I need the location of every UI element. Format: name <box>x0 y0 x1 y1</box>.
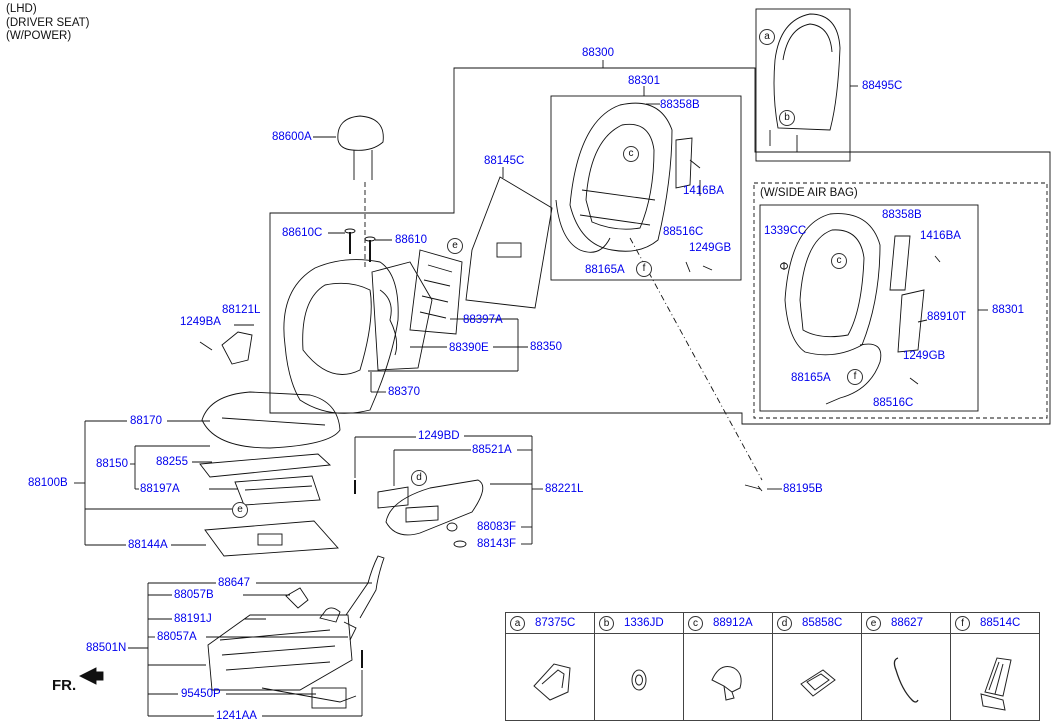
part-label-88255[interactable]: 88255 <box>156 456 188 468</box>
back-cover-box <box>755 8 851 162</box>
part-label-88150[interactable]: 88150 <box>96 458 128 470</box>
diagram-header: (LHD) (DRIVER SEAT) (W/POWER) <box>6 3 90 44</box>
part-label-88397A[interactable]: 88397A <box>463 314 503 326</box>
header-line-3: (W/POWER) <box>6 30 72 42</box>
part-label-88358B[interactable]: 88358B <box>660 99 700 111</box>
callout-f: f <box>636 261 652 277</box>
callout-e: e <box>447 238 463 254</box>
legend-cell-a <box>505 633 595 721</box>
legend-part-c[interactable]: 88912A <box>713 616 753 629</box>
part-label-88143F[interactable]: 88143F <box>477 538 517 550</box>
part-label-88301[interactable]: 88301 <box>628 75 660 87</box>
actuator-motor-icon <box>980 657 1012 711</box>
part-label-88197A[interactable]: 88197A <box>140 483 180 495</box>
part-label-88516C[interactable]: 88516C <box>663 226 704 238</box>
part-label-88145C[interactable]: 88145C <box>484 155 525 167</box>
header-line-1: (LHD) <box>6 3 37 15</box>
part-label-88495C[interactable]: 88495C <box>862 80 903 92</box>
legend-part-d[interactable]: 85858C <box>802 616 843 629</box>
part-label-88083F[interactable]: 88083F <box>477 521 517 533</box>
main-assembly-border <box>269 67 1051 425</box>
legend-cell-c <box>683 633 773 721</box>
callout-b: b <box>779 110 795 126</box>
legend-part-b[interactable]: 1336JD <box>624 616 664 629</box>
part-label-1416BA[interactable]: 1416BA <box>683 185 724 197</box>
part-label-88165A[interactable]: 88165A <box>585 264 625 276</box>
part-label-88501N[interactable]: 88501N <box>86 642 127 654</box>
part-label-88610[interactable]: 88610 <box>395 234 427 246</box>
part-label-88300[interactable]: 88300 <box>582 47 614 59</box>
callout-e-cushion: e <box>232 502 248 518</box>
legend-cell-e <box>861 633 951 721</box>
push-clip-icon <box>711 666 742 701</box>
part-label-88600A[interactable]: 88600A <box>272 131 312 143</box>
part-label-88121L[interactable]: 88121L <box>222 304 261 316</box>
part-label-88100B[interactable]: 88100B <box>28 477 68 489</box>
part-label-88610C[interactable]: 88610C <box>282 227 323 239</box>
header-line-2: (DRIVER SEAT) <box>6 16 90 29</box>
part-label-88350[interactable]: 88350 <box>530 341 562 353</box>
part-label-88170[interactable]: 88170 <box>130 415 162 427</box>
legend-cell-b <box>594 633 684 721</box>
legend-part-e[interactable]: 88627 <box>891 616 923 629</box>
part-label-1416BA-airbag[interactable]: 1416BA <box>920 230 961 242</box>
part-label-1241AA[interactable]: 1241AA <box>216 710 257 722</box>
part-label-95450P[interactable]: 95450P <box>181 688 221 700</box>
part-label-88057B[interactable]: 88057B <box>174 589 214 601</box>
part-label-88910T[interactable]: 88910T <box>927 311 967 323</box>
part-label-88390E[interactable]: 88390E <box>449 342 489 354</box>
part-label-88647[interactable]: 88647 <box>218 577 250 589</box>
part-label-88358B-airbag[interactable]: 88358B <box>882 209 922 221</box>
side-airbag-box <box>753 182 1048 419</box>
part-label-88301-airbag[interactable]: 88301 <box>992 304 1024 316</box>
part-label-1249BA[interactable]: 1249BA <box>180 316 221 328</box>
part-label-1249GB-airbag[interactable]: 1249GB <box>903 350 946 362</box>
part-label-88195B[interactable]: 88195B <box>783 483 823 495</box>
part-label-88370[interactable]: 88370 <box>388 386 420 398</box>
round-plug-icon <box>631 669 647 691</box>
frame-box <box>550 95 742 281</box>
callout-c: c <box>623 146 639 162</box>
part-label-88165A-airbag[interactable]: 88165A <box>791 372 831 384</box>
front-direction-label: FR. <box>52 677 77 694</box>
square-clip-icon <box>800 669 836 697</box>
legend-part-f[interactable]: 88514C <box>980 616 1021 629</box>
side-airbag-label: (W/SIDE AIR BAG) <box>760 187 858 199</box>
part-label-88221L[interactable]: 88221L <box>545 483 584 495</box>
part-label-1249BD[interactable]: 1249BD <box>418 430 460 442</box>
legend-cell-d <box>772 633 862 721</box>
part-label-88057A[interactable]: 88057A <box>157 631 197 643</box>
callout-f-airbag: f <box>847 369 863 385</box>
part-label-88521A[interactable]: 88521A <box>472 444 512 456</box>
callout-c-airbag: c <box>831 253 847 269</box>
part-label-88516C-airbag[interactable]: 88516C <box>873 397 914 409</box>
legend-part-a[interactable]: 87375C <box>535 616 576 629</box>
callout-d: d <box>411 470 427 486</box>
part-label-88144A[interactable]: 88144A <box>128 539 168 551</box>
legend-cell-f <box>950 633 1040 721</box>
part-label-1339CC[interactable]: 1339CC <box>764 225 807 237</box>
callout-a: a <box>759 29 775 45</box>
part-label-1249GB[interactable]: 1249GB <box>689 242 732 254</box>
wire-hook-icon <box>893 657 919 703</box>
bracket-clip-icon <box>533 663 571 701</box>
part-label-88191J[interactable]: 88191J <box>174 613 212 625</box>
